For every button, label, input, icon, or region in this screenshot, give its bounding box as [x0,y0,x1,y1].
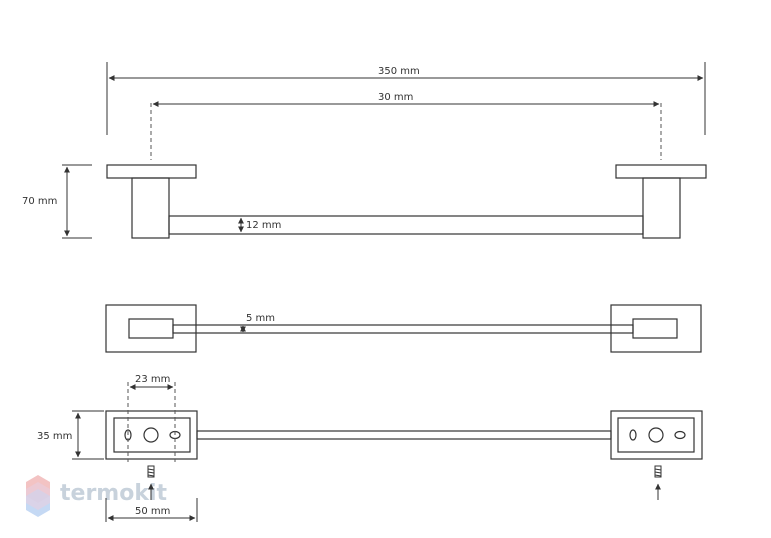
height-label: 70 mm [22,196,57,207]
hole-spacing-label: 23 mm [135,374,170,385]
rear-view [72,382,703,522]
bar-thickness-label: 5 mm [246,313,275,324]
base-width-label: 50 mm [135,506,170,517]
bar-height-label: 12 mm [246,220,281,231]
top-view [105,304,702,353]
overall-width-label: 350 mm [378,66,420,77]
screw-icon [654,465,662,500]
base-height-label: 35 mm [37,431,72,442]
hexagon-icon [26,475,50,517]
front-view [62,62,707,239]
brand-logo: termokit [26,475,167,517]
screw-icon [147,465,155,500]
mount-spacing-label: 30 mm [378,92,413,103]
